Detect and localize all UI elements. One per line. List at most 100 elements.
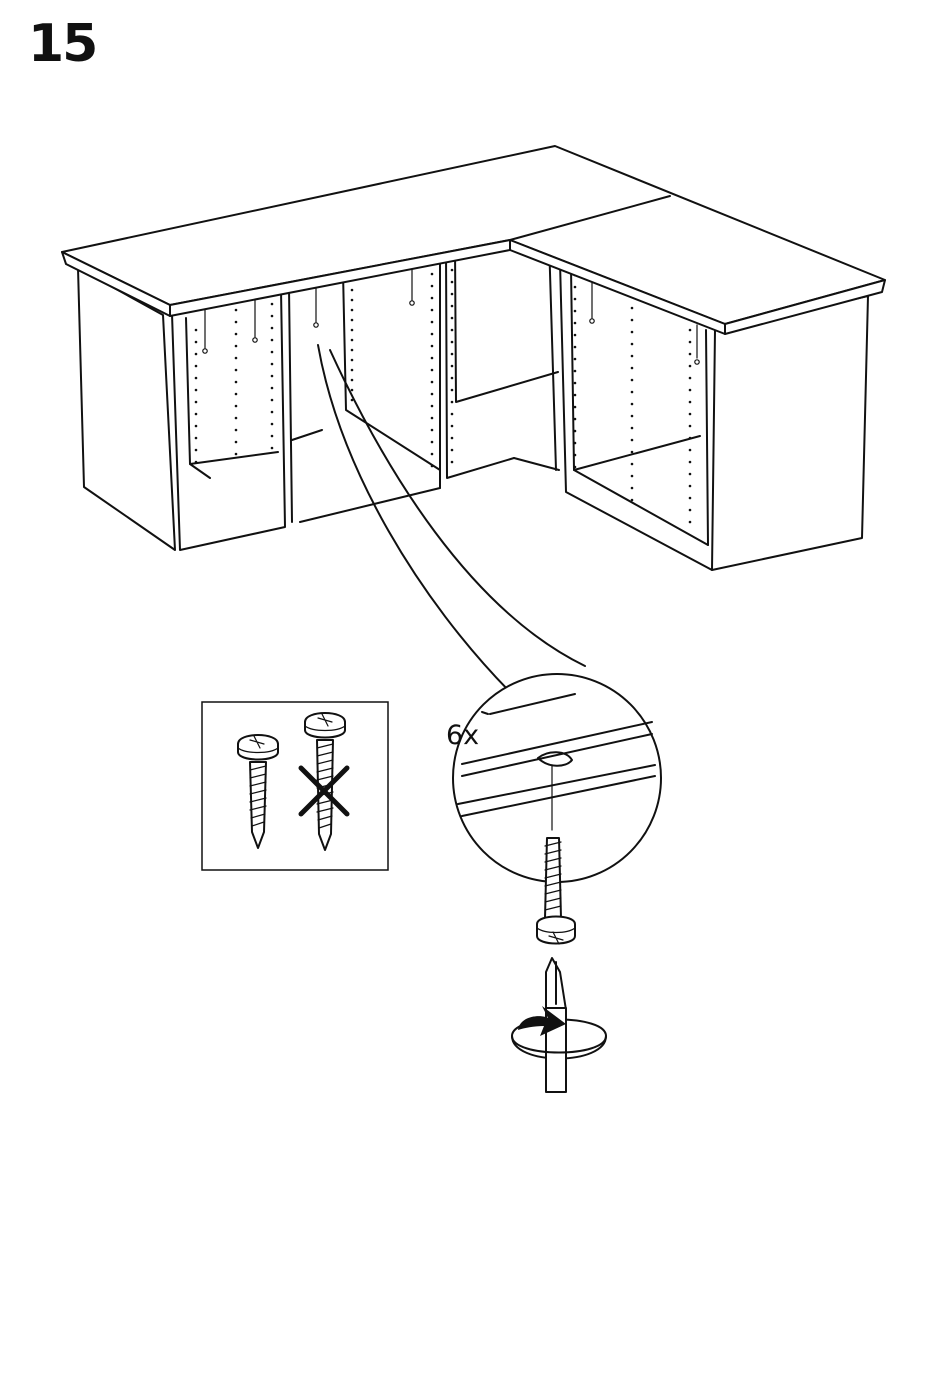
shelf-pin-hole bbox=[631, 451, 634, 454]
shelf-pin-hole bbox=[195, 413, 198, 416]
shelf-pin-hole bbox=[689, 353, 692, 356]
shelf-pin-hole bbox=[631, 427, 634, 430]
shelf-pin-hole bbox=[431, 417, 434, 420]
shelf-pin-hole bbox=[451, 293, 454, 296]
shelf-pin-hole bbox=[431, 285, 434, 288]
shelf-pin-hole bbox=[631, 463, 634, 466]
shelf-pin-hole bbox=[195, 437, 198, 440]
shelf-pin-hole bbox=[195, 377, 198, 380]
shelf-pin-hole bbox=[631, 499, 634, 502]
shelf-pin-hole bbox=[195, 425, 198, 428]
shelf-pin-hole bbox=[351, 319, 354, 322]
shelf-pin-hole bbox=[451, 365, 454, 368]
shelf-pin-hole bbox=[195, 449, 198, 452]
shelf-pin-hole bbox=[574, 430, 577, 433]
shelf-pin-hole bbox=[689, 449, 692, 452]
shelf-pin-hole bbox=[689, 473, 692, 476]
shelf-pin-hole bbox=[431, 393, 434, 396]
shelf-pin-hole bbox=[451, 449, 454, 452]
shelf-pin-hole bbox=[574, 454, 577, 457]
shelf-pin-hole bbox=[271, 363, 274, 366]
shelf-pin-hole bbox=[271, 387, 274, 390]
shelf-pin-hole bbox=[235, 405, 238, 408]
shelf-pin-hole bbox=[351, 379, 354, 382]
shelf-pin-hole bbox=[631, 487, 634, 490]
shelf-pin-hole bbox=[574, 298, 577, 301]
shelf-pin-hole bbox=[235, 321, 238, 324]
shelf-pin-hole bbox=[271, 399, 274, 402]
shelf-pin-hole bbox=[689, 365, 692, 368]
shelf-pin-hole bbox=[574, 370, 577, 373]
shelf-pin-hole bbox=[451, 425, 454, 428]
shelf-pin-hole bbox=[631, 439, 634, 442]
shelf-pin-hole bbox=[574, 406, 577, 409]
shelf-pin-hole bbox=[574, 310, 577, 313]
shelf-pin-hole bbox=[235, 309, 238, 312]
quantity-label: 6x bbox=[446, 722, 479, 749]
shelf-pin-hole bbox=[431, 429, 434, 432]
shelf-pin-hole bbox=[451, 389, 454, 392]
shelf-pin-hole bbox=[431, 345, 434, 348]
shelf-pin-hole bbox=[451, 305, 454, 308]
shelf-pin-hole bbox=[195, 389, 198, 392]
shelf-pin-hole bbox=[431, 465, 434, 468]
shelf-pin-hole bbox=[431, 309, 434, 312]
shelf-pin-hole bbox=[451, 329, 454, 332]
shelf-pin-hole bbox=[631, 367, 634, 370]
shelf-pin-hole bbox=[271, 447, 274, 450]
shelf-pin-hole bbox=[574, 358, 577, 361]
shelf-pin-hole bbox=[235, 441, 238, 444]
shelf-pin-hole bbox=[271, 423, 274, 426]
shelf-pin-hole bbox=[351, 339, 354, 342]
shelf-pin-hole bbox=[451, 353, 454, 356]
shelf-pin-hole bbox=[271, 411, 274, 414]
shelf-pin-hole bbox=[689, 389, 692, 392]
shelf-pin-hole bbox=[689, 497, 692, 500]
shelf-pin-hole bbox=[451, 413, 454, 416]
shelf-pin-hole bbox=[451, 377, 454, 380]
shelf-pin-hole bbox=[195, 329, 198, 332]
shelf-pin-hole bbox=[451, 317, 454, 320]
shelf-pin-hole bbox=[431, 369, 434, 372]
shelf-pin-hole bbox=[431, 273, 434, 276]
shelf-pin-hole bbox=[195, 365, 198, 368]
shelf-pin-hole bbox=[451, 401, 454, 404]
shelf-pin-hole bbox=[631, 331, 634, 334]
shelf-pin-hole bbox=[271, 303, 274, 306]
shelf-pin-hole bbox=[631, 307, 634, 310]
shelf-pin-hole bbox=[631, 403, 634, 406]
shelf-pin-hole bbox=[689, 413, 692, 416]
shelf-pin-hole bbox=[574, 394, 577, 397]
shelf-pin-hole bbox=[235, 429, 238, 432]
shelf-pin-hole bbox=[574, 334, 577, 337]
shelf-pin-hole bbox=[431, 357, 434, 360]
shelf-pin-hole bbox=[431, 453, 434, 456]
screw-legend-box bbox=[202, 702, 388, 870]
shelf-pin-hole bbox=[689, 329, 692, 332]
shelf-pin-hole bbox=[431, 297, 434, 300]
shelf-pin-hole bbox=[271, 375, 274, 378]
shelf-pin-hole bbox=[235, 417, 238, 420]
shelf-pin-hole bbox=[451, 461, 454, 464]
shelf-pin-hole bbox=[235, 357, 238, 360]
shelf-pin-hole bbox=[351, 349, 354, 352]
shelf-pin-hole bbox=[689, 509, 692, 512]
shelf-pin-hole bbox=[689, 521, 692, 524]
shelf-pin-hole bbox=[574, 418, 577, 421]
shelf-pin-hole bbox=[631, 391, 634, 394]
shelf-pin-hole bbox=[431, 321, 434, 324]
shelf-pin-hole bbox=[689, 425, 692, 428]
shelf-pin-hole bbox=[574, 442, 577, 445]
shelf-pin-hole bbox=[351, 329, 354, 332]
shelf-pin-hole bbox=[631, 379, 634, 382]
shelf-pin-hole bbox=[689, 461, 692, 464]
shelf-pin-hole bbox=[574, 322, 577, 325]
shelf-pin-hole bbox=[235, 369, 238, 372]
shelf-pin-hole bbox=[271, 315, 274, 318]
shelf-pin-hole bbox=[574, 382, 577, 385]
shelf-pin-hole bbox=[271, 327, 274, 330]
shelf-pin-hole bbox=[689, 437, 692, 440]
shelf-pin-hole bbox=[235, 453, 238, 456]
corner-desk-illustration bbox=[62, 146, 885, 570]
shelf-pin-hole bbox=[431, 333, 434, 336]
